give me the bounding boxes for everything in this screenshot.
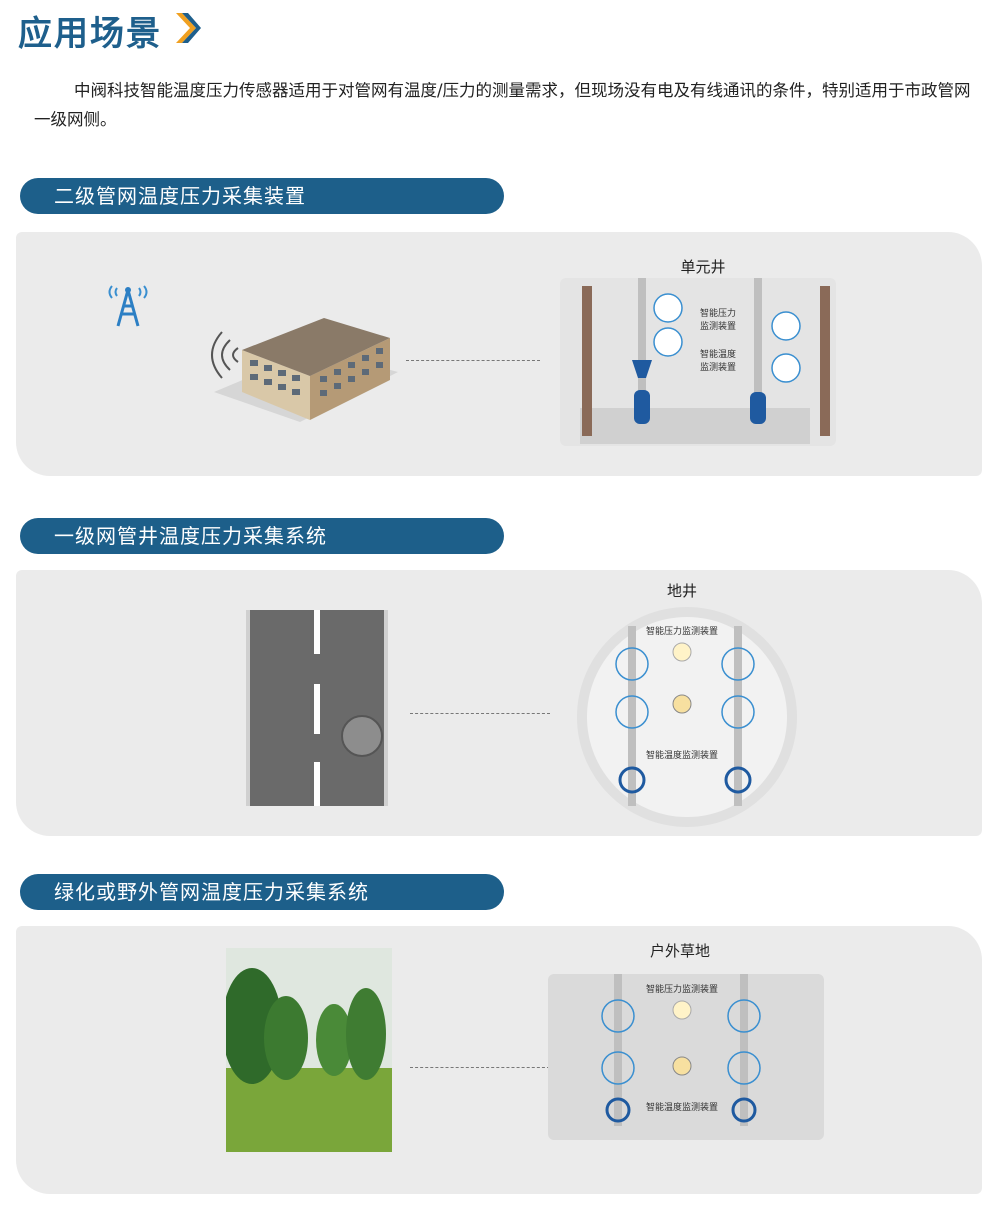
grass-field-image: [226, 948, 392, 1152]
connector-line: [410, 713, 550, 714]
apartment-building-image: [211, 318, 398, 422]
section-header-outdoor: 绿化或野外管网温度压力采集系统: [20, 874, 504, 910]
scene-panel-outdoor: [16, 926, 982, 1194]
location-label-ground-well: 地井: [666, 582, 697, 600]
page-title: 应用场景: [18, 14, 162, 54]
location-label-outdoor-grass: 户外草地: [649, 942, 710, 960]
pressure-label: 智能压力监测装置: [646, 983, 718, 995]
temperature-label-line1: 智能温度: [700, 348, 736, 360]
temperature-label-line2: 监测装置: [700, 361, 736, 373]
ground-well-diagram: 智能压力监测装置 智能温度监测装置: [577, 607, 797, 827]
road-manhole-image: [246, 610, 388, 806]
section-header-secondary-network: 二级管网温度压力采集装置: [20, 178, 504, 214]
pressure-label-line2: 监测装置: [700, 320, 736, 332]
temperature-label: 智能温度监测装置: [646, 1101, 718, 1113]
section-header-primary-well: 一级网管井温度压力采集系统: [20, 518, 504, 554]
location-label-unit-well: 单元井: [680, 258, 726, 276]
signal-tower-icon: [108, 285, 148, 327]
scene-panel-primary-well: [16, 570, 982, 836]
intro-paragraph: 中阀科技智能温度压力传感器适用于对管网有温度/压力的测量需求，但现场没有电及有线…: [34, 81, 971, 129]
outdoor-diagram: 智能压力监测装置 智能温度监测装置: [548, 974, 824, 1140]
scene-panel-secondary-network: [16, 232, 982, 476]
connector-line: [406, 360, 540, 361]
unit-well-diagram: 智能压力 监测装置 智能温度 监测装置: [560, 278, 836, 446]
chevron-right-icon: [176, 13, 201, 43]
pressure-label-line1: 智能压力: [700, 307, 736, 319]
temperature-label: 智能温度监测装置: [646, 749, 718, 761]
connector-line: [410, 1067, 550, 1068]
pressure-label: 智能压力监测装置: [646, 625, 718, 637]
